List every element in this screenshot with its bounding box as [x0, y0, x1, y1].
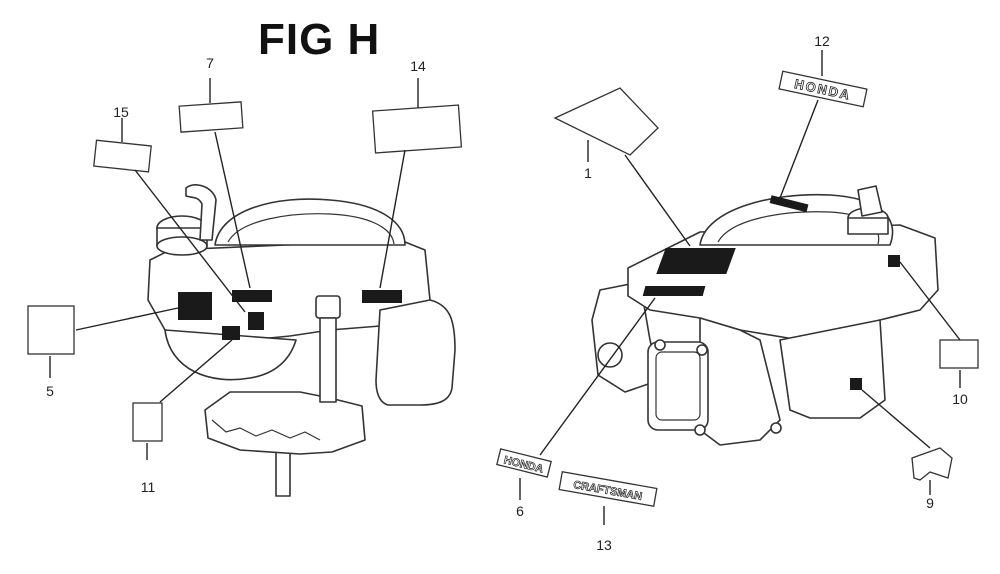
- callout-9: 9: [926, 495, 934, 511]
- right-decal-10: [888, 255, 900, 267]
- left-decal-5: [178, 292, 212, 320]
- emblem-part-6: HONDA: [496, 448, 552, 478]
- left-decal-14: [362, 290, 402, 303]
- leader-lines: [49, 50, 961, 525]
- label-part-10: [939, 339, 979, 369]
- callout-5: 5: [46, 383, 54, 399]
- left-engine: [147, 184, 456, 497]
- left-engine-air-cleaner: [375, 299, 456, 406]
- left-decal-15: [248, 312, 264, 330]
- callout-1: 1: [584, 165, 592, 181]
- callout-6: 6: [516, 503, 524, 519]
- left-engine-base: [204, 391, 366, 455]
- right-engine-lower-right: [779, 319, 886, 419]
- callout-7: 7: [206, 55, 214, 71]
- left-engine-dipstick-cap: [315, 295, 341, 319]
- callout-14: 14: [410, 58, 426, 74]
- callout-numbers: 15 7 14 5 11 1 12 10 9 6 13: [46, 33, 968, 553]
- left-engine-lower-housing: [164, 329, 297, 381]
- label-part-11: [132, 402, 163, 442]
- callout-10: 10: [952, 391, 968, 407]
- right-engine-lower-front: [699, 317, 781, 446]
- callout-15: 15: [113, 104, 129, 120]
- right-decal-9: [850, 378, 862, 390]
- right-engine: [591, 185, 939, 446]
- callout-12: 12: [814, 33, 830, 49]
- left-decal-7: [232, 290, 272, 302]
- right-engine-muffler: [647, 341, 709, 431]
- left-engine-top-dome: [214, 198, 406, 246]
- label-part-15: [93, 139, 152, 173]
- callout-11: 11: [141, 479, 156, 495]
- emblem-part-13: CRAFTSMAN: [558, 471, 658, 507]
- right-engine-top-dome: [699, 193, 894, 246]
- label-part-9: [911, 447, 953, 481]
- left-decal-11: [222, 326, 240, 340]
- left-engine-dipstick-tube: [319, 317, 337, 403]
- label-part-5: [27, 305, 75, 355]
- right-decal-1: [656, 248, 736, 274]
- label-part-14: [371, 104, 463, 154]
- right-decal-12: [769, 195, 809, 213]
- emblem-part-12: HONDA: [778, 70, 868, 108]
- figure-title: FIG H: [258, 15, 381, 64]
- left-engine-fuel-tube: [185, 184, 217, 241]
- label-part-1: [553, 87, 659, 156]
- label-part-7: [178, 101, 244, 133]
- callout-13: 13: [596, 537, 612, 553]
- right-decal-6: [642, 286, 706, 296]
